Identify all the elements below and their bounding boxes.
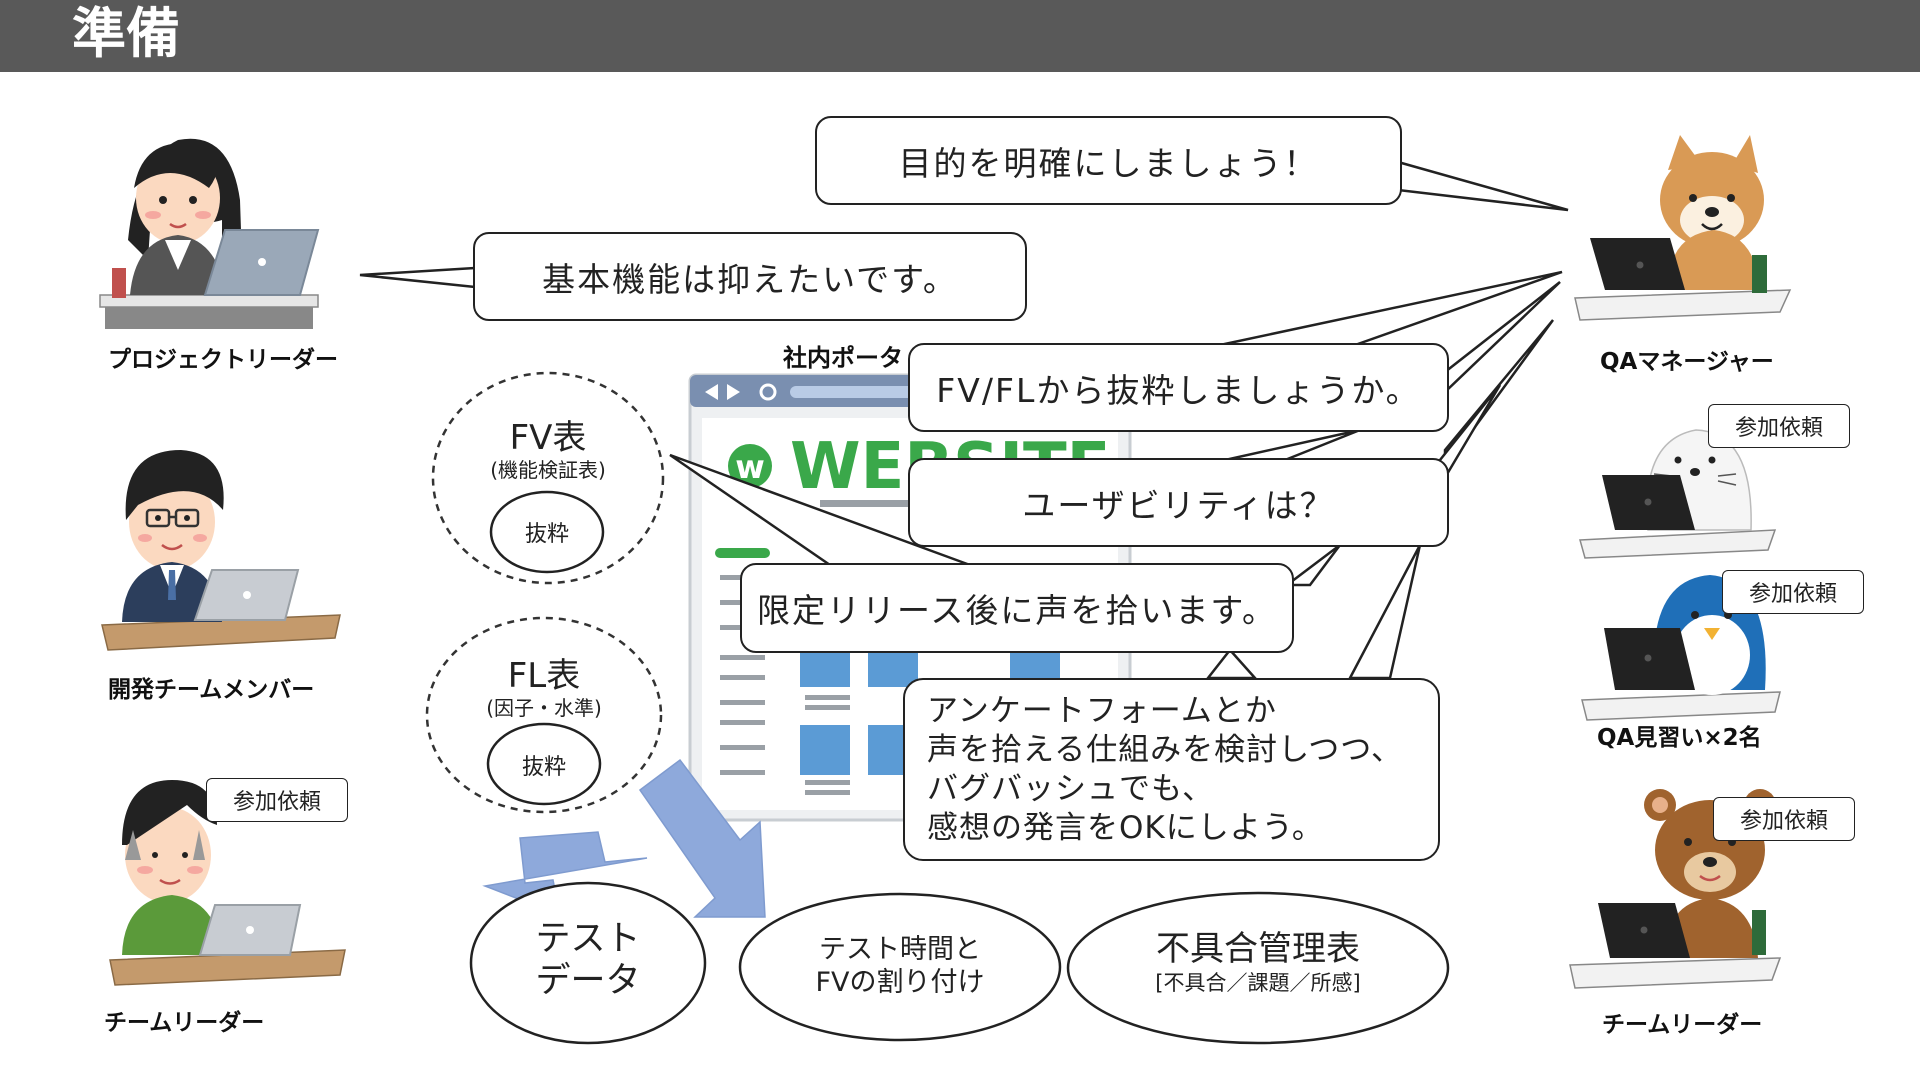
arrow-to-test-time: [638, 758, 766, 918]
bubble-usability-text: ユーザビリティは？: [1022, 485, 1335, 525]
qa-manager-illustration: [1574, 135, 1792, 321]
tag-participation-bear: 参加依頼: [1713, 797, 1855, 841]
fl-dashed-circle: [425, 616, 663, 814]
test-time-line1: テスト時間と: [819, 934, 981, 965]
caption-team-leader-right: チームリーダー: [1602, 1012, 1763, 1038]
bubble-basic-functions: 基本機能は抑えたいです。: [473, 232, 1027, 321]
fl-extract-ellipse: [486, 722, 602, 806]
bubble-fv-fl-extract-text: FV/FLから抜粋しましょうか。: [936, 370, 1421, 410]
fl-extract-label: 抜粋: [521, 755, 566, 780]
portal-title: 社内ポータ: [783, 344, 903, 372]
test-time-line2: FVの割り付け: [815, 967, 985, 998]
defect-table-title: 不具合管理表: [1156, 929, 1360, 969]
bubble-survey: アンケートフォームとか 声を拾える仕組みを検討しつつ、 バグバッシュでも、 感想…: [903, 678, 1440, 861]
fl-subtitle: (因子・水準): [486, 696, 602, 720]
team-leader-left-illustration: [109, 780, 346, 986]
test-data-line2: データ: [535, 961, 641, 1001]
page-title: 準備: [72, 2, 180, 65]
tag-participation-penguin: 参加依頼: [1722, 570, 1864, 614]
caption-team-leader-left: チームリーダー: [104, 1010, 265, 1036]
project-leader-illustration: [99, 138, 320, 329]
fv-extract-label: 抜粋: [524, 522, 569, 547]
caption-qa-manager: QAマネージャー: [1600, 349, 1774, 375]
test-data-label: テスト データ: [488, 918, 688, 1002]
fv-title: FV表: [509, 418, 587, 458]
bubble-survey-line2: 声を拾える仕組みを検討しつつ、: [927, 732, 1403, 768]
caption-qa-trainee: QA見習い×2名: [1597, 725, 1762, 751]
website-logo-icon: [728, 444, 772, 488]
bubble-limited-release-text: 限定リリース後に声を拾います。: [756, 591, 1278, 630]
bubble-fv-fl-extract: FV/FLから抜粋しましょうか。: [908, 343, 1449, 432]
dev-member-illustration: [101, 450, 341, 651]
bubble-purpose-text: 目的を明確にしましょう！: [898, 143, 1319, 183]
tag-participation-team-leader-left: 参加依頼: [206, 778, 348, 822]
defect-table-label: 不具合管理表 [不具合／課題／所感]: [1093, 928, 1423, 996]
tag-participation-seal: 参加依頼: [1708, 404, 1850, 448]
caption-project-leader: プロジェクトリーダー: [108, 347, 338, 373]
test-data-ellipse: [469, 881, 707, 1045]
test-time-label: テスト時間と FVの割り付け: [760, 933, 1040, 999]
header-bar: 準備: [0, 0, 1920, 72]
bubble-survey-line3: バグバッシュでも、: [927, 771, 1215, 807]
fl-title: FL表: [507, 656, 581, 696]
test-data-line1: テスト: [535, 919, 641, 959]
caption-dev-member: 開発チームメンバー: [108, 677, 315, 703]
bubble-purpose: 目的を明確にしましょう！: [815, 116, 1402, 205]
fv-extract-ellipse: [489, 490, 605, 574]
seal-illustration: [1579, 429, 1777, 559]
defect-table-subtitle: [不具合／課題／所感]: [1155, 971, 1361, 995]
fv-subtitle: (機能検証表): [490, 458, 606, 482]
bubble-survey-line1: アンケートフォームとか: [927, 693, 1277, 729]
bubble-usability: ユーザビリティは？: [908, 458, 1449, 547]
bubble-survey-line4: 感想の発言をOKにしよう。: [927, 810, 1324, 846]
test-time-ellipse: [738, 892, 1062, 1042]
bubble-basic-functions-text: 基本機能は抑えたいです。: [542, 259, 958, 299]
bubble-limited-release: 限定リリース後に声を拾います。: [740, 563, 1294, 653]
fv-dashed-circle: [431, 371, 665, 585]
defect-table-ellipse: [1066, 891, 1450, 1045]
